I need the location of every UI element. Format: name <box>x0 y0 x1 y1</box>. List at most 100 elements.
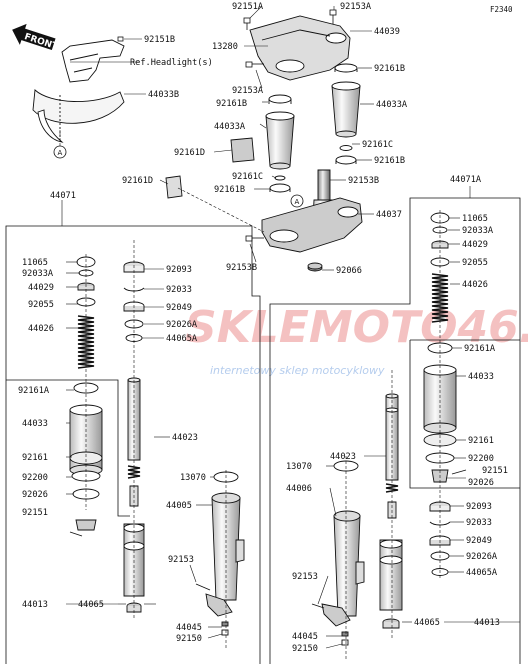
svg-text:internetowy sklep motocyklowy: internetowy sklep motocyklowy <box>210 364 385 377</box>
callout-left-11065: 11065 <box>22 258 48 268</box>
callout-92161b-a: 92161B <box>374 64 405 74</box>
callout-right-44029: 44029 <box>462 240 488 250</box>
callout-left-44026: 44026 <box>28 324 54 334</box>
callout-left-92200: 92200 <box>22 473 48 483</box>
callout-44039: 44039 <box>374 27 400 37</box>
callout-right-44065: 44065 <box>414 618 440 628</box>
callout-left-92161a: 92161A <box>18 386 50 396</box>
callout-mid-13070: 13070 <box>180 473 206 483</box>
headlight-bracket <box>32 39 125 143</box>
callout-44033a-right: 44033A <box>376 100 408 110</box>
callout-mid-92093: 92093 <box>166 265 192 275</box>
callout-right-92161a: 92161A <box>464 344 496 354</box>
callout-mid-44065: 44065 <box>78 600 104 610</box>
callout-side-44023: 44023 <box>330 452 356 462</box>
callout-92161b-c: 92161B <box>374 156 405 166</box>
callout-92153a-top: 92153A <box>340 2 372 12</box>
callout-left-92151: 92151 <box>22 508 48 518</box>
callout-92153b-left: 92153B <box>226 263 257 273</box>
fork-frame-44071a <box>269 197 521 664</box>
callout-right-92026a: 92026A <box>466 552 498 562</box>
bolt-92153a-mid <box>245 61 264 68</box>
callout-92161d-b: 92161D <box>122 176 153 186</box>
right-fork-internals <box>423 212 467 576</box>
watermark: SKLEMOTO46.PL internetowy sklep motocykl… <box>185 302 528 377</box>
callout-left-44029: 44029 <box>28 283 54 293</box>
callout-right-92093: 92093 <box>466 502 492 512</box>
callout-left-92033a: 92033A <box>22 269 54 279</box>
callout-mid-92026a: 92026A <box>166 320 198 330</box>
callout-44071: 44071 <box>50 191 76 201</box>
callout-44033a-left: 44033A <box>214 122 246 132</box>
callout-mid-44045: 44045 <box>176 623 202 633</box>
leader-lines <box>61 5 520 649</box>
callout-labels: 92151A 92153A 13280 44039 92151B Ref.Hea… <box>18 2 508 654</box>
callout-right-92049: 92049 <box>466 536 492 546</box>
upper-left-stack <box>165 94 295 199</box>
callout-right-44013: 44013 <box>474 618 500 628</box>
callout-92151b: 92151B <box>144 35 175 45</box>
callout-92153b-right: 92153B <box>348 176 379 186</box>
callout-right-44065a: 44065A <box>466 568 498 578</box>
right-damper-assembly <box>379 393 403 629</box>
callout-left-44033: 44033 <box>22 419 48 429</box>
ref-headlight-note: Ref.Headlight(s) <box>130 58 213 68</box>
callout-mid-92033: 92033 <box>166 285 192 295</box>
left-outer-tube <box>195 471 245 636</box>
callout-92153a-mid: 92153A <box>232 86 264 96</box>
callout-92066: 92066 <box>336 266 362 276</box>
callout-right-44033: 44033 <box>468 372 494 382</box>
fork-frame-44071 <box>5 225 261 664</box>
guide-lines <box>59 130 441 660</box>
callout-92151a: 92151A <box>232 2 264 12</box>
callout-13280: 13280 <box>212 42 238 52</box>
callout-92161c-left: 92161C <box>232 172 263 182</box>
callout-right-92055: 92055 <box>462 258 488 268</box>
callout-92161b-d: 92161B <box>214 185 245 195</box>
callout-44037: 44037 <box>376 210 402 220</box>
callout-right-44026: 44026 <box>462 280 488 290</box>
right-outer-tube <box>311 460 365 646</box>
callout-left-92055: 92055 <box>28 300 54 310</box>
callout-mid-44005: 44005 <box>166 501 192 511</box>
callout-right-92161: 92161 <box>468 436 494 446</box>
callout-mid-92049: 92049 <box>166 303 192 313</box>
bolt-92151a <box>243 17 251 30</box>
callout-mid-44023: 44023 <box>172 433 198 443</box>
callout-mid-92150: 92150 <box>176 634 202 644</box>
steering-stem-lower-clamp <box>261 169 363 272</box>
callout-right-92026: 92026 <box>468 478 494 488</box>
callout-side-92150: 92150 <box>292 644 318 654</box>
diagram-code: F2340 <box>490 5 513 14</box>
bolt-92153b-left <box>245 235 264 242</box>
callout-right-92151: 92151 <box>482 466 508 476</box>
callout-left-92161: 92161 <box>22 453 48 463</box>
callout-44033b: 44033B <box>148 90 179 100</box>
callout-right-92033: 92033 <box>466 518 492 528</box>
callout-left-92026: 92026 <box>22 490 48 500</box>
bolt-92151b <box>117 36 124 42</box>
callout-side-13070: 13070 <box>286 462 312 472</box>
callout-right-11065: 11065 <box>462 214 488 224</box>
front-arrow-icon: FRONT <box>12 23 60 53</box>
upper-right-stack <box>331 63 361 165</box>
upper-triple-clamp <box>249 15 351 81</box>
callout-44071a: 44071A <box>450 175 482 185</box>
callout-right-92200: 92200 <box>468 454 494 464</box>
callout-92161c-right: 92161C <box>362 140 393 150</box>
svg-text:SKLEMOTO46.PL: SKLEMOTO46.PL <box>185 302 528 353</box>
callout-side-92153: 92153 <box>292 572 318 582</box>
callout-side-44045: 44045 <box>292 632 318 642</box>
callout-92161b-b: 92161B <box>216 99 247 109</box>
circle-marker-a-stem <box>290 194 304 208</box>
callout-left-44013: 44013 <box>22 600 48 610</box>
callout-mid-44065a: 44065A <box>166 334 198 344</box>
bolt-92153a-top <box>329 9 337 24</box>
callout-side-44006: 44006 <box>286 484 312 494</box>
circle-marker-a-stem-label: A <box>295 198 300 206</box>
callout-mid-92153: 92153 <box>168 555 194 565</box>
callout-92161d-a: 92161D <box>174 148 205 158</box>
circle-marker-a-left-label: A <box>58 149 63 157</box>
